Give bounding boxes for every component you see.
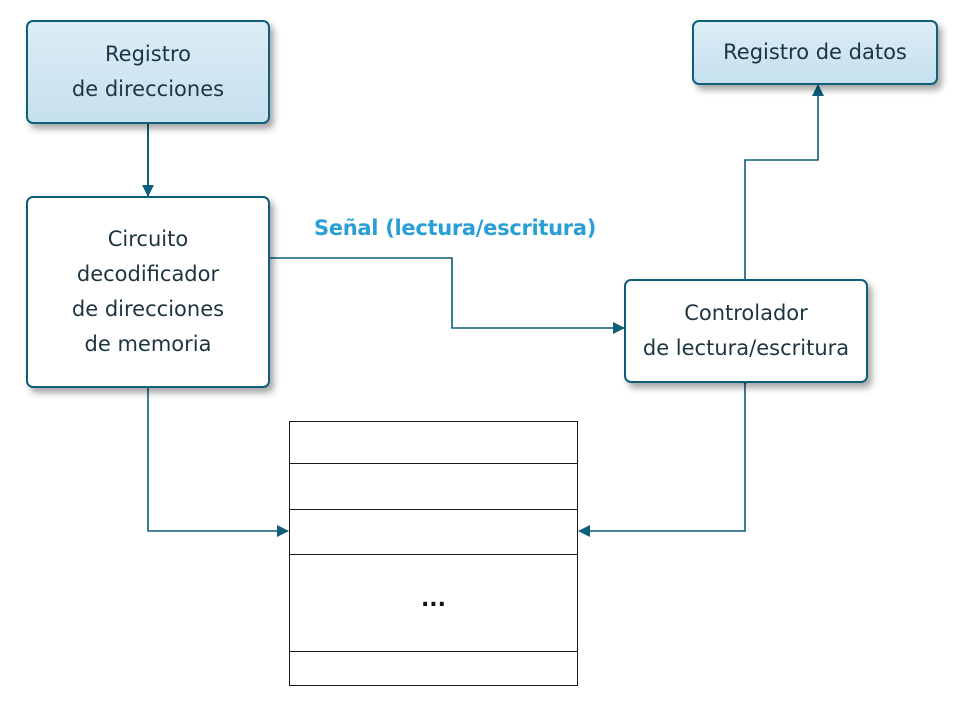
- memory-ellipsis: ...: [420, 587, 447, 612]
- memory-cell-ellipsis-region: [290, 555, 577, 652]
- arrow-controller-memory-bidirectional: [578, 374, 751, 537]
- decoder-label-line2: decodificador: [76, 262, 220, 286]
- address-register-box: Registro de direcciones: [26, 20, 270, 124]
- read-write-controller-box: Controlador de lectura/escritura: [624, 279, 868, 383]
- controller-label-line2: de lectura/escritura: [642, 336, 850, 360]
- data-register-label: Registro de datos: [723, 40, 907, 64]
- memory-cell: [290, 652, 577, 685]
- address-register-label-line1: Registro: [105, 42, 191, 66]
- memory-cells: [289, 421, 578, 686]
- memory-cell: [290, 464, 577, 510]
- decoder-label-line1: Circuito: [107, 227, 189, 251]
- arrow-decoder-to-controller-signal: [270, 257, 625, 334]
- controller-label-line1: Controlador: [684, 301, 808, 325]
- decoder-label-line4: de memoria: [84, 332, 212, 356]
- address-register-label-line2: de direcciones: [71, 77, 225, 101]
- arrow-controller-data-register-bidirectional: [739, 84, 824, 290]
- signal-label: Señal (lectura/escritura): [314, 216, 597, 240]
- address-decoder-box: Circuito decodificador de direcciones de…: [26, 196, 270, 388]
- memory-cell-selected: [290, 510, 577, 555]
- arrow-decoder-to-memory: [147, 388, 289, 537]
- decoder-label-line3: de direcciones: [71, 297, 225, 321]
- memory-cell: [290, 422, 577, 464]
- data-register-box: Registro de datos: [692, 20, 938, 85]
